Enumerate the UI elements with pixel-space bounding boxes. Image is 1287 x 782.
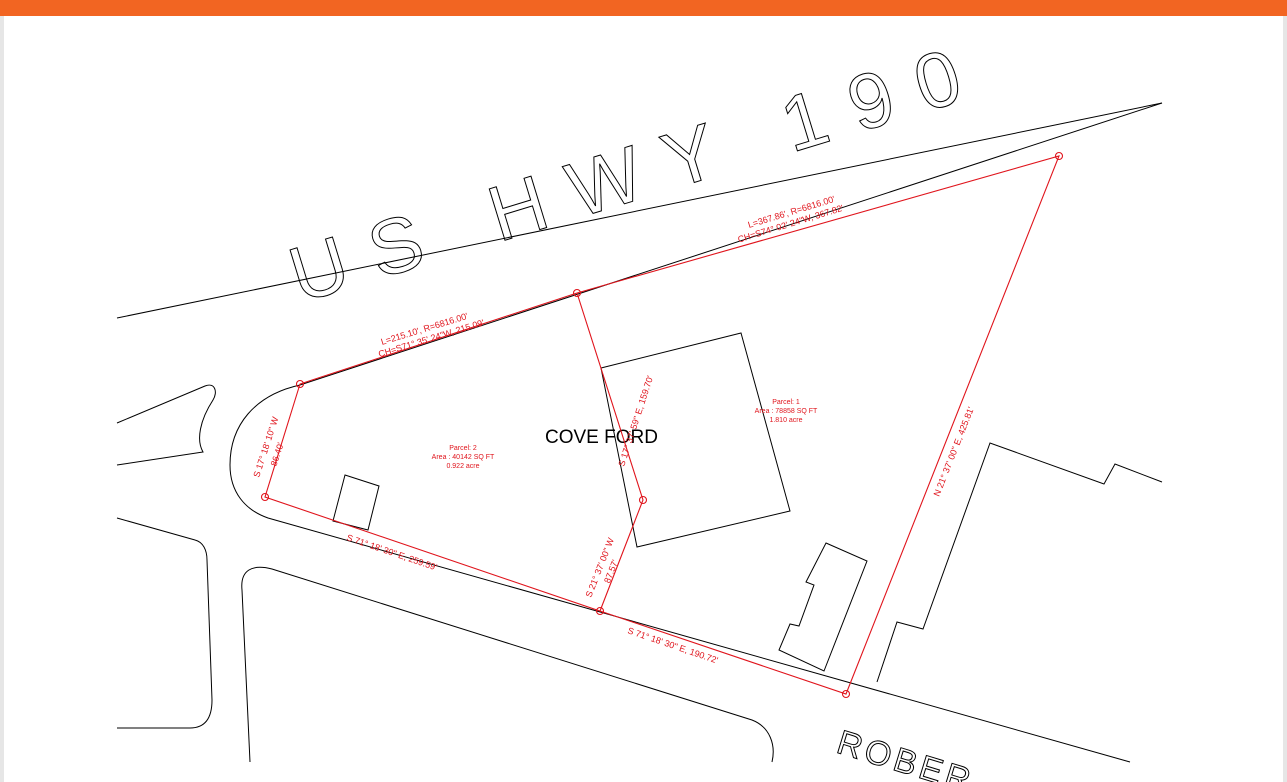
parcel-2-area: Area : 40142 SQ FT	[432, 454, 495, 461]
parcel-2-info: Parcel: 2 Area : 40142 SQ FT 0.922 acre	[432, 445, 495, 470]
street-lettering: ROBER	[832, 723, 979, 782]
south-right-bearing: S 71° 18' 30" E, 190.72'	[626, 625, 719, 665]
south-left-bearing-label: S 71° 18' 30" E, 259.59'	[345, 532, 438, 572]
parcel-2-name: Parcel: 2	[449, 445, 477, 452]
left-street-block	[116, 517, 213, 729]
corner-marker	[1054, 151, 1064, 161]
divider-upper-bearing-label: S 17° 37' 59" E, 159.70'	[616, 374, 655, 468]
building-label: COVE FORD	[545, 427, 658, 448]
divider-upper-bearing: S 17° 37' 59" E, 159.70'	[616, 374, 655, 468]
road-linework	[116, 102, 1163, 763]
parcel-1-boundary	[576, 155, 1060, 695]
top-accent-bar	[0, 0, 1287, 16]
south-right-bearing-label: S 71° 18' 30" E, 190.72'	[626, 625, 719, 665]
curve-2-label: L=367.86', R=6816.00' CH=S74° 02' 24"W, …	[736, 194, 844, 245]
curve-1-label: L=215.10', R=6816.00' CH=S71° 35' 24"W, …	[377, 311, 485, 359]
highway-north-edge	[116, 102, 1163, 319]
corner-marker	[260, 492, 270, 502]
corner-marker	[595, 606, 605, 616]
parcel-1-acreage: 1.810 acre	[769, 417, 802, 424]
lower-block-edge	[241, 566, 774, 763]
corner-marker	[638, 495, 648, 505]
side-street-wedge	[116, 384, 216, 466]
drawing-frame	[0, 16, 1287, 782]
corner-marker	[572, 288, 582, 298]
east-side-bearing: N 21° 37' 00" E, 425.81'	[932, 405, 976, 498]
parcel-boundaries	[260, 151, 1064, 699]
east-side-bearing-label: N 21° 37' 00" E, 425.81'	[932, 405, 976, 498]
corner-marker	[841, 689, 851, 699]
parcel-2-acreage: 0.922 acre	[446, 463, 479, 470]
divider-lower-bearing-label: S 21° 37' 00" W 87.57'	[584, 536, 621, 599]
highway-south-edge	[229, 102, 1163, 763]
south-left-bearing: S 71° 18' 30" E, 259.59'	[345, 532, 438, 572]
parcel-2-boundary	[264, 292, 644, 612]
small-shed	[332, 474, 380, 531]
adjacent-structure	[876, 442, 1163, 683]
main-building	[600, 332, 791, 548]
street-label: ROBER	[833, 723, 979, 782]
parcel-1-info: Parcel: 1 Area : 78858 SQ FT 1.810 acre	[755, 399, 818, 424]
parcel-1-name: Parcel: 1	[772, 399, 800, 406]
parcel-1-area: Area : 78858 SQ FT	[755, 408, 818, 415]
buildings	[332, 332, 1163, 683]
east-building	[778, 542, 868, 672]
corner-marker	[295, 379, 305, 389]
